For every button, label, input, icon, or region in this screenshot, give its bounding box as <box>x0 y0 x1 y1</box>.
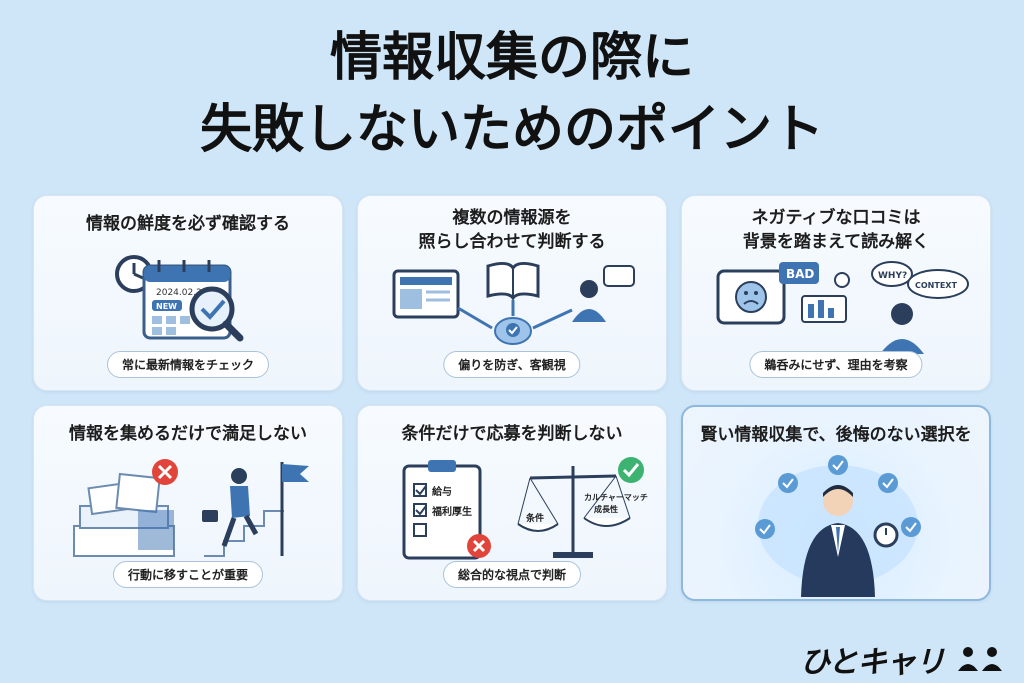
logo-text: ひとキャリ <box>800 645 945 680</box>
calendar-date: 2024.02.20 <box>156 288 208 298</box>
bad-bubble-text: BAD <box>786 267 814 281</box>
stairs <box>204 510 284 557</box>
paper-pile-icon <box>73 472 175 557</box>
scale-right-label-2: 成長性 <box>594 504 618 514</box>
card-title: 条件だけで応募を判断しない <box>401 424 623 444</box>
checklist-item-2: 福利厚生 <box>431 505 472 518</box>
checklist-item-1: 給与 <box>432 485 452 498</box>
cross-icon <box>467 534 491 558</box>
card-note: 偏りを防ぎ、客観視 <box>443 351 581 378</box>
card-title: ネガティブな口コミは 背景を踏まえて読み解く <box>692 206 980 254</box>
card-illustration <box>392 261 635 345</box>
why-bubble-text: WHY? <box>878 271 907 281</box>
businessman-icon <box>801 485 875 597</box>
card-negative-reviews: ネガティブな口コミは 背景を踏まえて読み解く BAD WHY? CONTEXT … <box>681 195 991 391</box>
card-note: 常に最新情報をチェック <box>106 351 270 378</box>
card-freshness: 情報の鮮度を必ず確認する 2024.02.20 NEW 常に最新情報を <box>33 195 343 391</box>
card-multiple-sources: 複数の情報源を 照らし合わせて判断する 偏りを防ぎ、客観視 <box>357 195 667 391</box>
clipboard-icon <box>402 460 482 560</box>
card-title-line-1: 複数の情報源を <box>452 208 572 228</box>
climbing-person-icon <box>202 468 259 547</box>
card-illustration <box>73 459 309 557</box>
card-note: 鵜呑みにせず、理由を考察 <box>749 351 923 378</box>
stopwatch-icon <box>873 522 899 548</box>
card-title-line-1: ネガティブな口コミは <box>751 208 921 228</box>
check-circle-icon <box>755 455 921 539</box>
people-icon <box>958 647 1002 671</box>
card-title: 情報を集めるだけで満足しない <box>69 424 307 444</box>
card-title: 情報の鮮度を必ず確認する <box>86 214 290 234</box>
card-title: 複数の情報源を 照らし合わせて判断する <box>368 206 656 254</box>
magnifier-check-icon <box>189 286 244 342</box>
brain-check-icon <box>494 317 532 345</box>
card-title: 賢い情報収集で、後悔のない選択を <box>700 425 972 445</box>
thinking-person-icon <box>880 303 924 354</box>
scale-icon <box>517 466 631 558</box>
card-take-action: 情報を集めるだけで満足しない 行動に移すことが重要 <box>33 405 343 601</box>
brand-logo: ひとキャリ <box>800 637 1010 680</box>
tablet-icon <box>392 269 460 319</box>
calendar-new-badge: NEW <box>156 302 177 311</box>
context-bubble-text: CONTEXT <box>915 281 957 290</box>
office-icon <box>801 272 850 323</box>
sad-face-icon <box>716 269 786 325</box>
card-note: 行動に移すことが重要 <box>112 561 264 588</box>
card-note: 総合的な視点で判断 <box>442 561 582 588</box>
scale-left-label: 条件 <box>525 512 544 524</box>
book-icon <box>486 261 540 301</box>
card-title-line-2: 背景を踏まえて読み解く <box>742 232 930 252</box>
check-icon <box>618 457 644 483</box>
scale-right-label-1: カルチャーマッチ <box>584 493 648 502</box>
title-line-1: 情報収集の際に <box>329 28 694 88</box>
title-line-2: 失敗しないためのポイント <box>199 100 824 160</box>
cross-icon <box>152 459 178 485</box>
flag-icon <box>280 462 309 556</box>
card-illustration: BAD WHY? CONTEXT <box>716 261 969 354</box>
page-title: 情報収集の際に 失敗しないためのポイント <box>0 22 1024 166</box>
card-smart-choice: 賢い情報収集で、後悔のない選択を <box>681 405 991 601</box>
card-illustration: 2024.02.20 NEW <box>115 255 244 342</box>
card-illustration <box>755 455 921 597</box>
card-illustration: 給与 福利厚生 条件 カルチャーマッチ 成長性 <box>402 457 648 560</box>
card-title-line-2: 照らし合わせて判断する <box>418 232 606 252</box>
person-icon <box>572 265 635 322</box>
card-conditions: 条件だけで応募を判断しない 給与 福利厚生 <box>357 405 667 601</box>
